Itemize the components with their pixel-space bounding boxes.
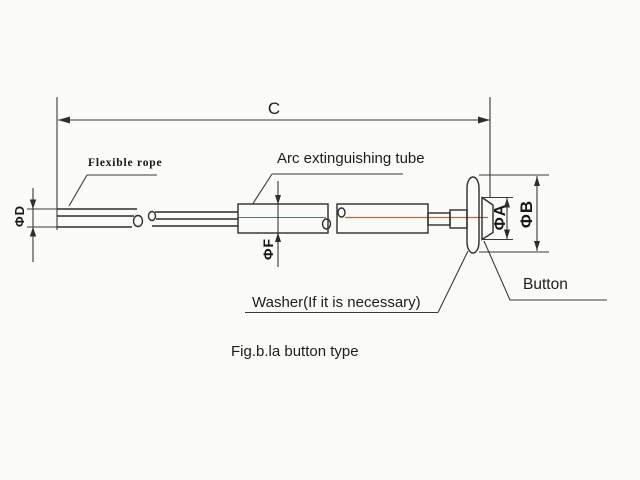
a-dimension-label: ΦA [492,204,509,231]
d-arrow-up [29,227,37,237]
a-dimension: ΦA [482,196,513,241]
a-arrow-up [504,198,510,208]
f-arrow-up [275,232,281,242]
arc-tube-label: Arc extinguishing tube [277,150,425,167]
d-dimension: ΦD [12,188,57,262]
tube-seg1-body [237,203,329,234]
button-part [481,196,494,241]
f-dimension: ΦF [260,181,281,267]
arc-tube-callout: Arc extinguishing tube [252,150,425,204]
d-arrow-down [29,199,37,209]
d-dimension-label: ΦD [12,205,27,227]
rope-seg2-break-cap [147,210,157,222]
c-dimension: C [56,97,491,230]
figure-caption: Fig.b.la button type [231,343,359,360]
arc-tube-leader-line [252,173,273,204]
tube-seg2-break-cap [337,207,346,218]
flexible-rope [57,208,238,228]
button-leader-line [483,240,607,301]
flexible-rope-callout: Flexible rope [68,157,162,207]
c-arrow-left [58,116,70,124]
b-arrow-down [534,241,540,251]
b-dimension-label: ΦB [517,200,536,228]
flexible-rope-label: Flexible rope [88,157,162,169]
flexible-rope-leader-line [68,174,88,207]
button-callout: Button [483,240,607,301]
tube-seg1-break-cap [321,218,332,230]
washer-leader-line [437,250,469,313]
a-arrow-down [504,229,510,239]
washer-callout: Washer(If it is necessary) [245,250,469,314]
b-dimension: ΦB [479,174,549,253]
f-arrow-down [275,195,281,205]
rope-seg1-break-cap [132,214,144,228]
f-dimension-label: ΦF [260,238,276,260]
washer-label: Washer(If it is necessary) [252,294,421,311]
c-arrow-right [478,116,490,124]
button-label: Button [523,276,568,293]
b-arrow-up [534,176,540,186]
washer-part [466,176,480,254]
c-dimension-label: C [268,99,280,118]
